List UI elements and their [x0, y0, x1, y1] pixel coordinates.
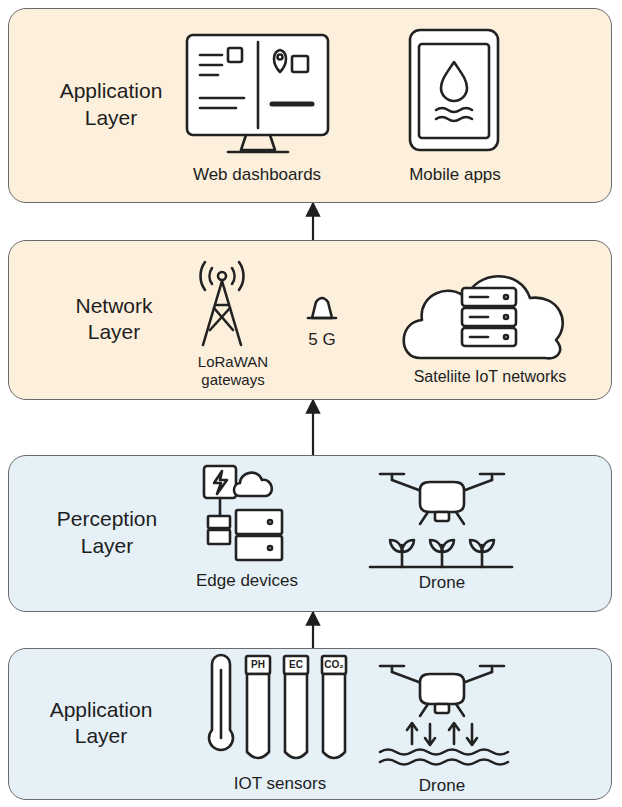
icon-caption: IOT sensors: [205, 774, 355, 794]
sensor-tag: PH: [246, 659, 270, 671]
sensor-tag: CO₂: [322, 659, 346, 671]
sensor-tag: EC: [284, 659, 308, 671]
icon-caption: Edge devices: [177, 571, 317, 591]
layer-heading: Perception Layer: [37, 506, 177, 559]
icon-caption: 5 G: [297, 330, 347, 350]
icon-caption: LoRaWAN gateways: [178, 353, 288, 389]
icon-caption: Mobile apps: [390, 165, 520, 185]
flow-arrow: [312, 400, 314, 455]
layer-band: Perception Layer: [8, 455, 612, 612]
flow-arrow: [312, 612, 314, 648]
icon-caption: Drone: [392, 573, 492, 593]
flow-arrow: [312, 203, 314, 240]
layer-heading: Network Layer: [49, 293, 179, 346]
icon-caption: Drone: [392, 776, 492, 796]
layer-heading: Application Layer: [31, 78, 191, 131]
icon-caption: Sateliite IoT networks: [390, 367, 590, 386]
layer-heading: Application Layer: [31, 697, 171, 750]
icon-caption: Web dashboards: [172, 165, 342, 185]
